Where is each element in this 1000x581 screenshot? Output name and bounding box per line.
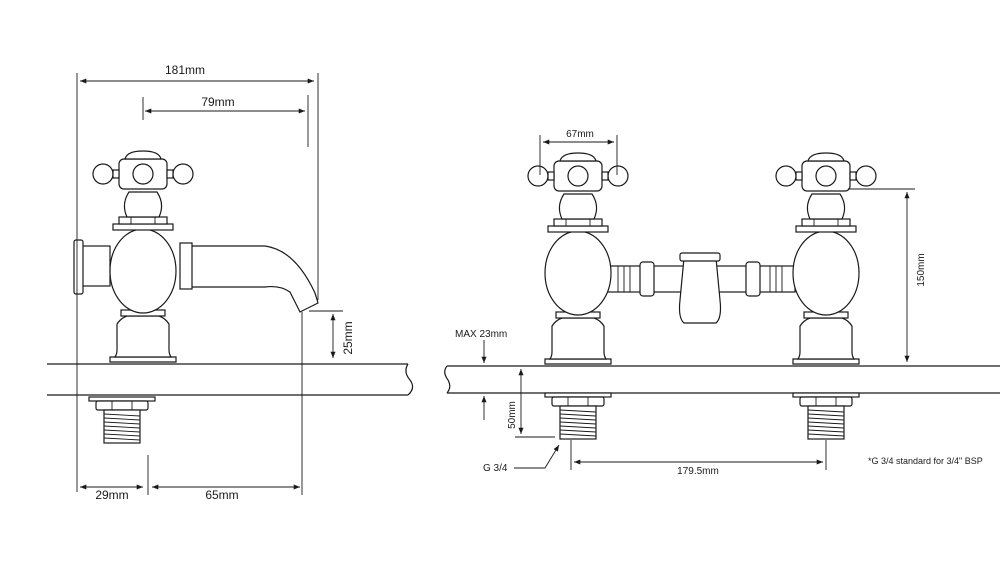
dim-centres: 179.5mm bbox=[677, 466, 719, 477]
dim-max-deck: MAX 23mm bbox=[455, 329, 507, 340]
dim-handle-to-spout: 79mm bbox=[201, 95, 234, 109]
thread-label: G 3/4 bbox=[483, 463, 508, 474]
single-tap-side-view: 181mm 79mm 25mm 29mm 65mm bbox=[47, 63, 414, 502]
dim-spout-height: 25mm bbox=[341, 321, 355, 354]
dim-height: 150mm bbox=[916, 253, 927, 286]
dim-overall-width: 181mm bbox=[165, 63, 205, 77]
bridge-tap-front-view: 67mm 150mm MAX 23mm 50mm G 3/4 179.5mm *… bbox=[444, 129, 1000, 477]
dim-inlet-to-spout: 65mm bbox=[205, 488, 238, 502]
dim-back-to-inlet: 29mm bbox=[95, 488, 128, 502]
thread-note: *G 3/4 standard for 3/4" BSP bbox=[868, 456, 983, 466]
dim-tail-length: 50mm bbox=[507, 401, 518, 429]
dim-handle-width: 67mm bbox=[566, 129, 594, 140]
